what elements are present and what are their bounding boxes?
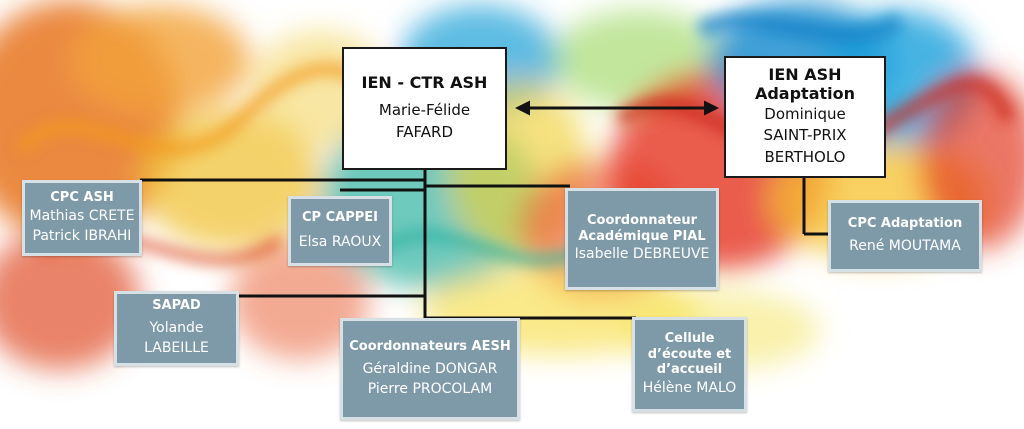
ien-adaptation-title-1: IEN ASH (768, 65, 842, 85)
cellule-title-3: d’accueil (656, 362, 723, 378)
ien-adaptation-box: IEN ASH Adaptation Dominique SAINT-PRIX … (724, 56, 886, 178)
coord-aesh-title: Coordonnateurs AESH (349, 338, 511, 354)
ien-adaptation-name-2: SAINT-PRIX (763, 126, 847, 145)
cellule-name: Hélène MALO (642, 379, 737, 396)
cp-cappei-name: Elsa RAOUX (298, 233, 382, 250)
cellule-title-1: Cellule (664, 330, 715, 346)
ien-adaptation-name-1: Dominique (764, 104, 846, 123)
sapad-box: SAPAD Yolande LABEILLE (114, 291, 239, 366)
cp-cappei-box: CP CAPPEI Elsa RAOUX (288, 196, 392, 266)
cpc-adaptation-name: René MOUTAMA (849, 237, 961, 254)
ien-ctr-title: IEN - CTR ASH (361, 73, 488, 93)
cpc-adaptation-box: CPC Adaptation René MOUTAMA (828, 200, 982, 272)
ien-adaptation-title-2: Adaptation (754, 84, 856, 104)
ien-adaptation-name-3: BERTHOLO (764, 148, 846, 167)
coord-aesh-name-1: Géraldine DONGAR (362, 360, 498, 377)
cpc-ash-name-1: Mathias CRETE (29, 207, 135, 224)
sapad-title: SAPAD (152, 298, 201, 314)
ien-ctr-name-2: FAFARD (396, 123, 453, 142)
coord-pial-name: Isabelle DEBREUVE (574, 246, 710, 263)
coord-pial-title-2: Académique PIAL (578, 228, 706, 244)
sapad-name-1: Yolande (149, 320, 204, 336)
cpc-ash-name-2: Patrick IBRAHI (32, 227, 132, 244)
ien-ctr-name-1: Marie-Félide (378, 101, 471, 120)
cpc-adaptation-title: CPC Adaptation (847, 216, 963, 232)
coord-aesh-name-2: Pierre PROCOLAM (367, 380, 493, 397)
cellule-title-2: d’écoute et (647, 346, 732, 362)
cpc-ash-box: CPC ASH Mathias CRETE Patrick IBRAHI (22, 180, 142, 256)
cpc-ash-title: CPC ASH (50, 189, 114, 205)
cp-cappei-title: CP CAPPEI (302, 210, 378, 226)
sapad-name-2: LABEILLE (144, 340, 209, 357)
coord-pial-title-1: Coordonnateur (586, 213, 698, 229)
cellule-box: Cellule d’écoute et d’accueil Hélène MAL… (632, 317, 747, 412)
ien-ctr-box: IEN - CTR ASH Marie-Félide FAFARD (342, 47, 507, 170)
coord-aesh-box: Coordonnateurs AESH Géraldine DONGAR Pie… (340, 318, 520, 420)
coord-pial-box: Coordonnateur Académique PIAL Isabelle D… (565, 188, 719, 290)
